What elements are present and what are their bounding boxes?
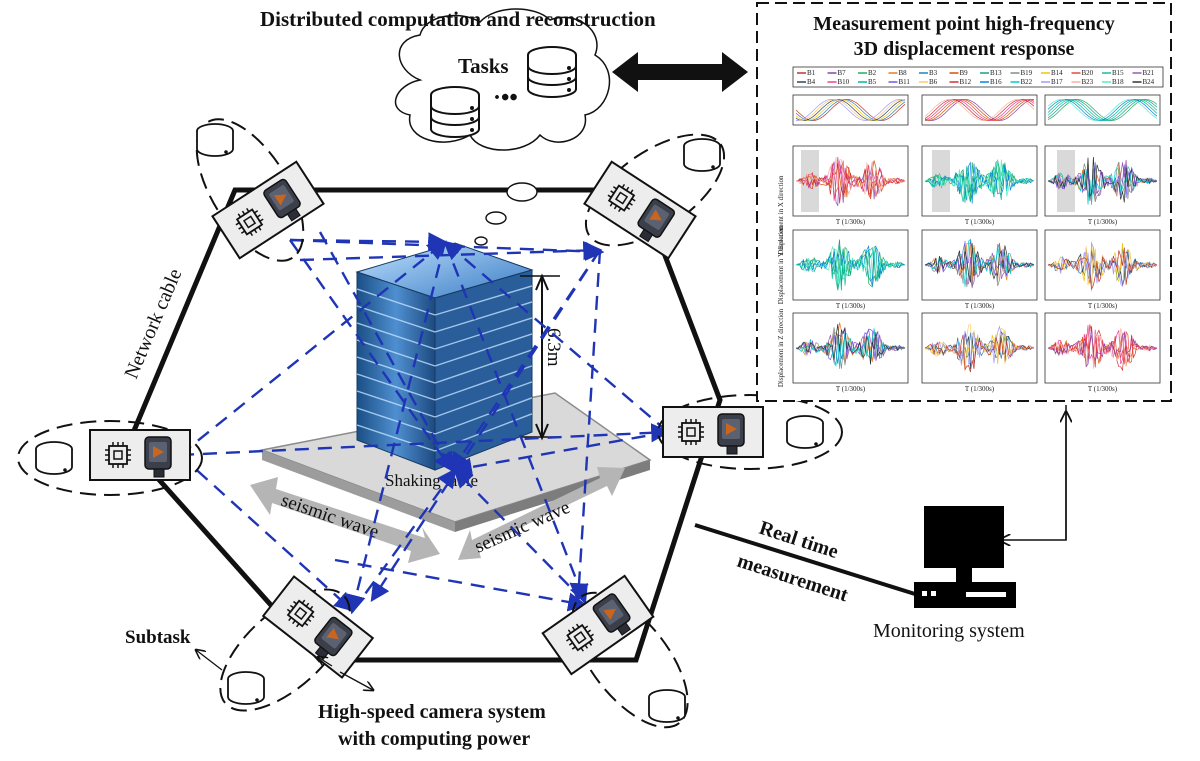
legend-entry: B5 xyxy=(868,78,877,86)
computer-monitor-icon xyxy=(914,506,1016,608)
row-label-x: Displacement in X direction xyxy=(777,175,785,255)
legend-entry: B20 xyxy=(1082,69,1094,77)
legend-entry: B3 xyxy=(929,69,938,77)
x-axis-label: T (1/300s) xyxy=(965,218,995,226)
real-time-link xyxy=(694,523,916,596)
legend-entry: B23 xyxy=(1082,78,1094,86)
camera-system-label-line1: High-speed camera system xyxy=(318,701,546,723)
camera-node-2 xyxy=(583,133,726,260)
x-axis-label: T (1/300s) xyxy=(1088,385,1118,393)
response-plot: T (1/300s) xyxy=(921,229,1038,310)
legend-entry: B24 xyxy=(1143,78,1155,86)
legend-entry: B21 xyxy=(1143,69,1155,77)
camera-node-5 xyxy=(219,575,375,712)
monitoring-system-label: Monitoring system xyxy=(873,620,1025,642)
database-icon xyxy=(527,46,577,98)
response-plot xyxy=(1044,94,1161,126)
row-label-z: Displacement in Z direction xyxy=(777,308,785,387)
x-axis-label: T (1/300s) xyxy=(965,385,995,393)
tasks-cloud: Tasks ·•• xyxy=(394,8,611,246)
database-icon xyxy=(430,86,480,138)
subtask-label: Subtask xyxy=(125,627,191,648)
legend-entry: B22 xyxy=(1021,78,1033,86)
tasks-label: Tasks xyxy=(458,54,509,78)
response-plot: T (1/300s) xyxy=(792,229,909,310)
shaking-table-side-left xyxy=(262,450,455,532)
x-axis-label: T (1/300s) xyxy=(836,218,866,226)
x-axis-label: T (1/300s) xyxy=(1088,302,1118,310)
x-axis-label: T (1/300s) xyxy=(1088,218,1118,226)
legend-entry: B17 xyxy=(1051,78,1063,86)
building-model xyxy=(355,242,534,471)
x-axis-label: T (1/300s) xyxy=(965,302,995,310)
database-icon xyxy=(196,123,234,157)
database-icon xyxy=(227,671,265,705)
legend-entry: B6 xyxy=(929,78,938,86)
camera-node-6 xyxy=(541,574,689,729)
legend-entry: B10 xyxy=(838,78,850,86)
response-plot: T (1/300s) xyxy=(921,145,1038,226)
database-icon xyxy=(648,689,686,723)
panel-to-monitor-arrow xyxy=(1000,405,1067,540)
camera-system-label-line2: with computing power xyxy=(338,728,530,750)
svg-text:·••: ·•• xyxy=(493,85,518,111)
double-arrow xyxy=(612,52,748,92)
response-plot: T (1/300s) xyxy=(792,145,909,226)
legend-box xyxy=(792,66,1164,88)
x-axis-label: T (1/300s) xyxy=(836,385,866,393)
legend-entry: B15 xyxy=(1112,69,1124,77)
legend-entry: B7 xyxy=(838,69,847,77)
legend-entry: B12 xyxy=(960,78,972,86)
legend-entry: B2 xyxy=(868,69,877,77)
legend-entry: B8 xyxy=(899,69,908,77)
top-title: Distributed computation and reconstructi… xyxy=(260,7,656,31)
response-plot xyxy=(921,94,1038,126)
legend-entry: B1 xyxy=(807,69,816,77)
legend-entry: B13 xyxy=(990,69,1002,77)
camera-sight-lines xyxy=(179,231,671,615)
legend-entry: B4 xyxy=(807,78,816,86)
database-icon xyxy=(786,415,824,449)
legend-entry: B19 xyxy=(1021,69,1033,77)
response-plot: T (1/300s) xyxy=(921,312,1038,393)
legend-entry: B18 xyxy=(1112,78,1124,86)
legend-entry: B11 xyxy=(899,78,911,86)
legend-entry: B9 xyxy=(960,69,969,77)
camera-node-3 xyxy=(17,420,203,496)
response-plot xyxy=(792,94,909,126)
legend-entry: B16 xyxy=(990,78,1002,86)
response-plot: T (1/300s) xyxy=(1044,312,1161,393)
database-icon xyxy=(683,138,721,172)
response-plot: T (1/300s) xyxy=(1044,229,1161,310)
panel-title-line2: 3D displacement response xyxy=(854,38,1075,60)
row-label-y: Displacement in Y direction xyxy=(777,225,785,304)
results-panel: Measurement point high-frequency 3D disp… xyxy=(756,2,1172,402)
legend-entry: B14 xyxy=(1051,69,1063,77)
database-icon xyxy=(35,441,73,475)
panel-title-line1: Measurement point high-frequency xyxy=(813,13,1114,35)
response-plot: T (1/300s) xyxy=(1044,145,1161,226)
response-plot: T (1/300s) xyxy=(792,312,909,393)
x-axis-label: T (1/300s) xyxy=(836,302,866,310)
camera-node-4 xyxy=(657,394,843,470)
